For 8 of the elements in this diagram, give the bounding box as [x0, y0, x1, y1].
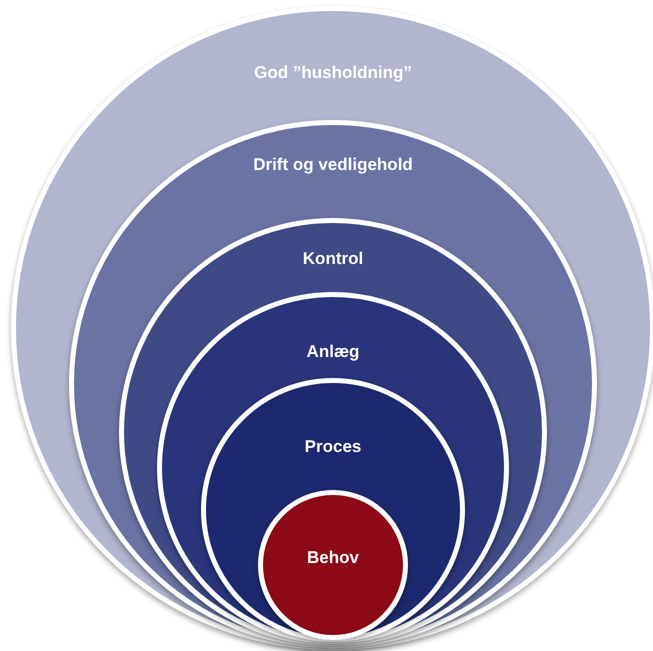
nested-circle [258, 490, 408, 640]
circle-label: Behov [307, 548, 359, 568]
nested-circle [201, 378, 465, 642]
circle-label: Drift og vedligehold [253, 155, 413, 175]
circle-label: Anlæg [306, 342, 360, 362]
circle-label: Proces [304, 437, 362, 457]
circle-label: God ”husholdning” [254, 63, 412, 83]
circle-label: Kontrol [302, 249, 364, 269]
